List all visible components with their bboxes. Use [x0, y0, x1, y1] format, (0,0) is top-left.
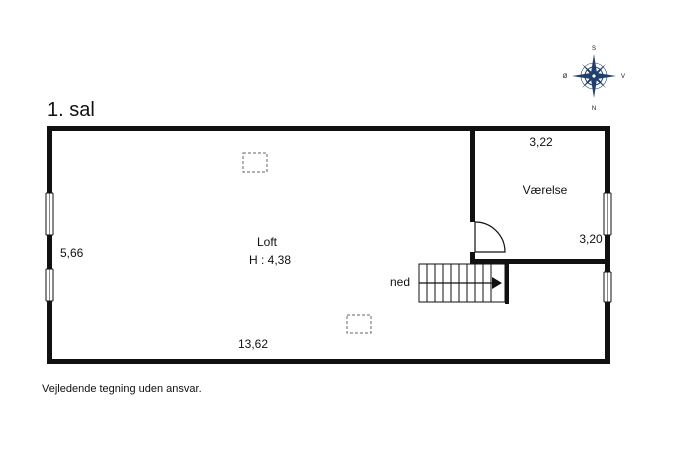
- interior-walls: [470, 126, 610, 304]
- stair-arrow-icon: [492, 277, 502, 289]
- room-name-loft: Loft: [257, 235, 278, 249]
- window-left-2: [45, 268, 54, 302]
- floor-title: 1. sal: [47, 99, 95, 121]
- door-swing: [474, 221, 506, 253]
- compass-south-label: S: [592, 46, 596, 52]
- dimension-vaerelse-width: 3,22: [529, 135, 553, 149]
- room-height-loft: H : 4,38: [249, 253, 291, 267]
- staircase: [418, 263, 506, 303]
- compass-west-label: V: [621, 74, 625, 80]
- window-left-1: [45, 192, 54, 236]
- room-name-vaerelse: Værelse: [523, 183, 568, 197]
- window-right-2: [603, 271, 612, 303]
- compass-east-label: Ø: [563, 74, 568, 80]
- compass-rose-icon: [572, 54, 616, 98]
- dimension-loft-width: 13,62: [238, 337, 268, 351]
- outer-walls: [47, 126, 610, 364]
- skylight-1: [242, 152, 268, 173]
- dimension-vaerelse-depth: 3,20: [579, 232, 603, 246]
- window-right-1: [603, 192, 612, 236]
- disclaimer-text: Vejledende tegning uden ansvar.: [42, 383, 202, 395]
- compass-north-label: N: [592, 106, 596, 112]
- stair-label: ned: [390, 275, 410, 289]
- skylight-2: [346, 314, 372, 334]
- dimension-loft-depth: 5,66: [60, 246, 84, 260]
